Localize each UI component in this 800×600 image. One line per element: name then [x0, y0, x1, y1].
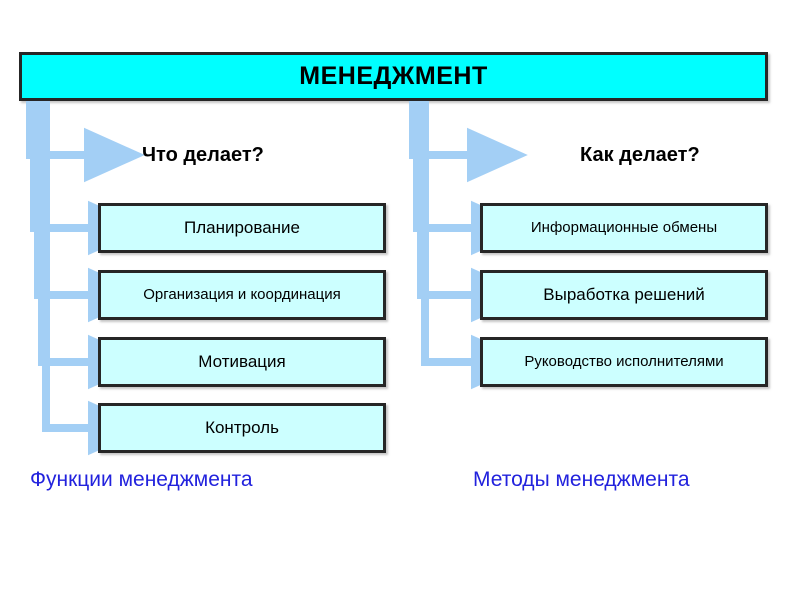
- node-rukovodstvo-ispolnitelyami[interactable]: Руководство исполнителями: [480, 337, 768, 387]
- node-label: Организация и координация: [143, 285, 341, 303]
- node-planirovanie[interactable]: Планирование: [98, 203, 386, 253]
- arrow-right-item-0: [413, 101, 532, 256]
- arrow-right-item-1: [417, 101, 532, 323]
- node-label: Информационные обмены: [530, 218, 718, 236]
- arrow-left-item-1: [34, 101, 149, 323]
- node-informacionnye-obmeny[interactable]: Информационные обмены: [480, 203, 768, 253]
- node-label: Планирование: [183, 217, 301, 237]
- node-label: Руководство исполнителями: [524, 352, 724, 370]
- arrow-left-item-2: [38, 101, 149, 390]
- node-label: Мотивация: [198, 351, 286, 371]
- title-box: МЕНЕДЖМЕНТ: [19, 52, 768, 101]
- caption-functions: Функции менеджмента: [30, 468, 253, 491]
- column-header-methods: Как делает?: [580, 144, 700, 166]
- arrow-left-item-3: [42, 101, 149, 456]
- arrow-left-header: [26, 101, 145, 183]
- column-header-functions: Что делает?: [142, 144, 264, 166]
- node-vyrabotka-resheniy[interactable]: Выработка решений: [480, 270, 768, 320]
- caption-methods: Методы менеджмента: [473, 468, 690, 491]
- node-label: Выработка решений: [543, 284, 705, 304]
- node-label: Контроль: [205, 417, 279, 437]
- node-kontrol[interactable]: Контроль: [98, 403, 386, 453]
- node-organizaciya-i-koordinaciya[interactable]: Организация и координация: [98, 270, 386, 320]
- arrow-right-header: [409, 101, 528, 183]
- slide-title: МЕНЕДЖМЕНТ: [299, 62, 488, 90]
- arrow-right-item-2: [421, 101, 532, 390]
- node-motivaciya[interactable]: Мотивация: [98, 337, 386, 387]
- arrow-left-item-0: [30, 101, 149, 256]
